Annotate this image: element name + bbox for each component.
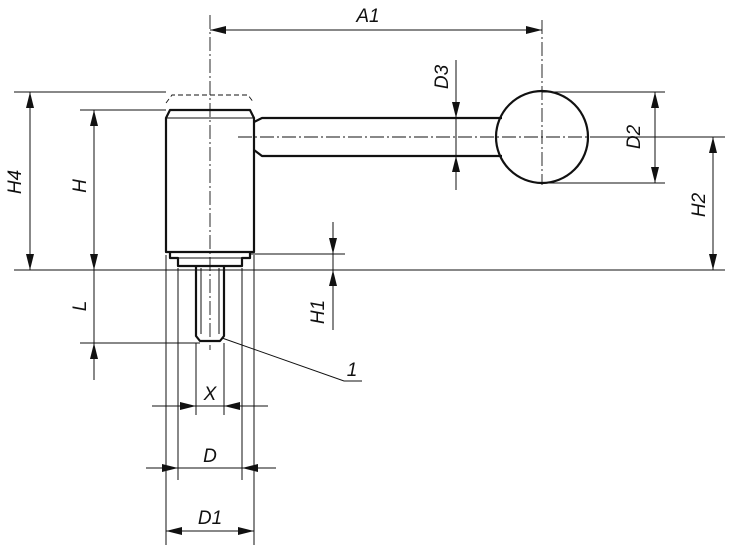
callout-leader <box>221 337 362 382</box>
label-A1: A1 <box>355 6 379 27</box>
label-H2: H2 <box>689 192 710 217</box>
label-D1: D1 <box>198 508 222 529</box>
clamping-lever-outline <box>164 89 590 343</box>
lever-arm-bottom <box>253 149 502 158</box>
label-L: L <box>70 301 91 312</box>
label-D2: D2 <box>624 124 645 149</box>
extension-lines <box>14 91 725 545</box>
label-X: X <box>203 384 218 405</box>
label-H: H <box>70 179 91 193</box>
label-H1: H1 <box>308 300 329 324</box>
label-callout-1: 1 <box>347 360 358 381</box>
label-D: D <box>203 446 217 467</box>
center-lines <box>209 15 600 350</box>
dimension-lines <box>26 26 717 535</box>
dimension-labels: A1 D3 D2 H4 H H2 H1 L X D D1 1 <box>5 6 710 529</box>
label-H4: H4 <box>5 170 26 194</box>
lever-arm <box>253 116 502 123</box>
label-D3: D3 <box>432 64 453 89</box>
